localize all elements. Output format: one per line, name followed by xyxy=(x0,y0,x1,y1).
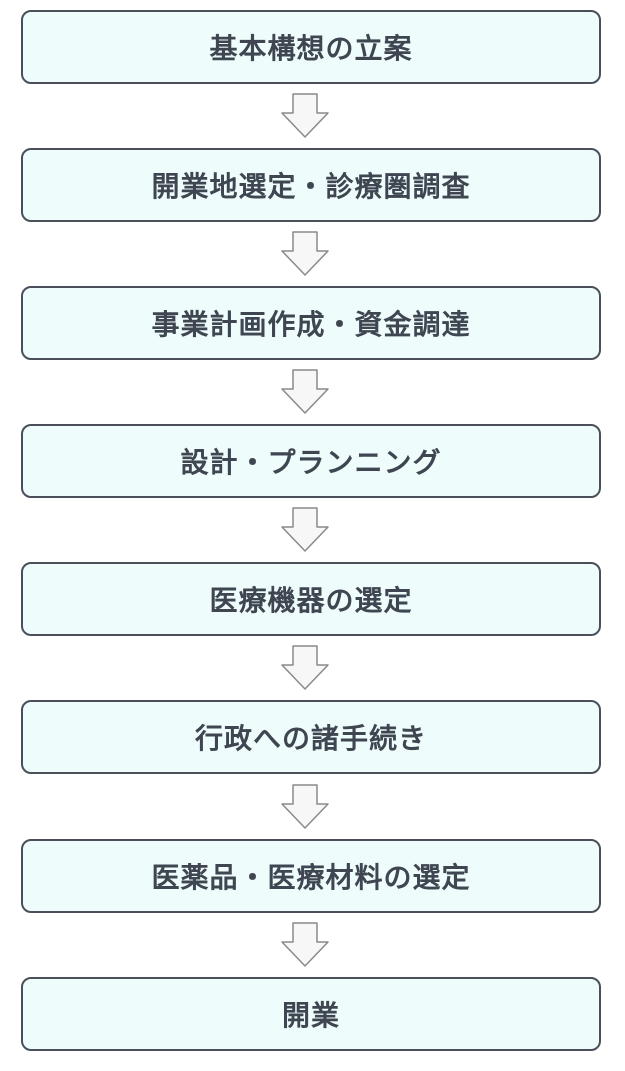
step-business-plan: 事業計画作成・資金調達 xyxy=(21,286,601,360)
step-design-planning: 設計・プランニング xyxy=(21,424,601,498)
step-medical-equipment: 医療機器の選定 xyxy=(21,562,601,636)
step-site-selection: 開業地選定・診療圏調査 xyxy=(21,148,601,222)
down-arrow-icon xyxy=(280,507,330,553)
step-administrative-procedures: 行政への諸手続き xyxy=(21,700,601,774)
step-label: 行政への諸手続き xyxy=(194,722,427,755)
step-label: 設計・プランニング xyxy=(180,446,442,479)
down-arrow-icon xyxy=(280,645,330,691)
step-pharmaceuticals-materials: 医薬品・医療材料の選定 xyxy=(21,839,601,913)
step-label: 基本構想の立案 xyxy=(209,32,413,65)
step-label: 開業地選定・診療圏調査 xyxy=(151,170,471,203)
down-arrow-icon xyxy=(280,922,330,968)
step-label: 事業計画作成・資金調達 xyxy=(151,308,471,341)
down-arrow-icon xyxy=(280,231,330,277)
step-label: 開業 xyxy=(281,999,340,1032)
down-arrow-icon xyxy=(280,93,330,139)
step-basic-concept: 基本構想の立案 xyxy=(21,10,601,84)
step-label: 医薬品・医療材料の選定 xyxy=(151,861,471,894)
down-arrow-icon xyxy=(280,784,330,830)
step-label: 医療機器の選定 xyxy=(209,584,413,617)
down-arrow-icon xyxy=(280,369,330,415)
step-opening: 開業 xyxy=(21,977,601,1051)
